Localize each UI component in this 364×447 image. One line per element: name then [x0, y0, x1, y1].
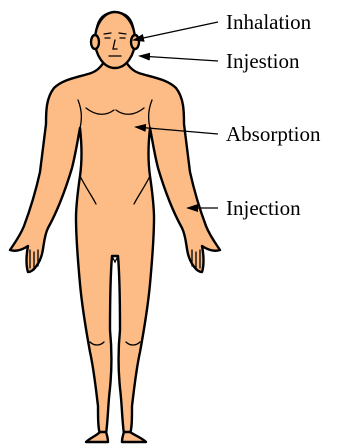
injection-label: Injection: [226, 196, 301, 220]
inhalation-label: Inhalation: [226, 10, 312, 34]
route-labels: Inhalation Injestion Absorption Injectio…: [226, 10, 321, 220]
right-foot: [122, 432, 146, 442]
injestion-arrow: [140, 56, 218, 61]
inhalation-arrow: [134, 22, 218, 40]
left-foot: [86, 432, 108, 442]
human-body-figure: [10, 12, 220, 442]
left-ear: [91, 35, 99, 49]
body-silhouette: [10, 62, 220, 434]
right-ear: [131, 35, 139, 49]
injestion-label: Injestion: [226, 49, 300, 73]
absorption-label: Absorption: [226, 122, 321, 146]
